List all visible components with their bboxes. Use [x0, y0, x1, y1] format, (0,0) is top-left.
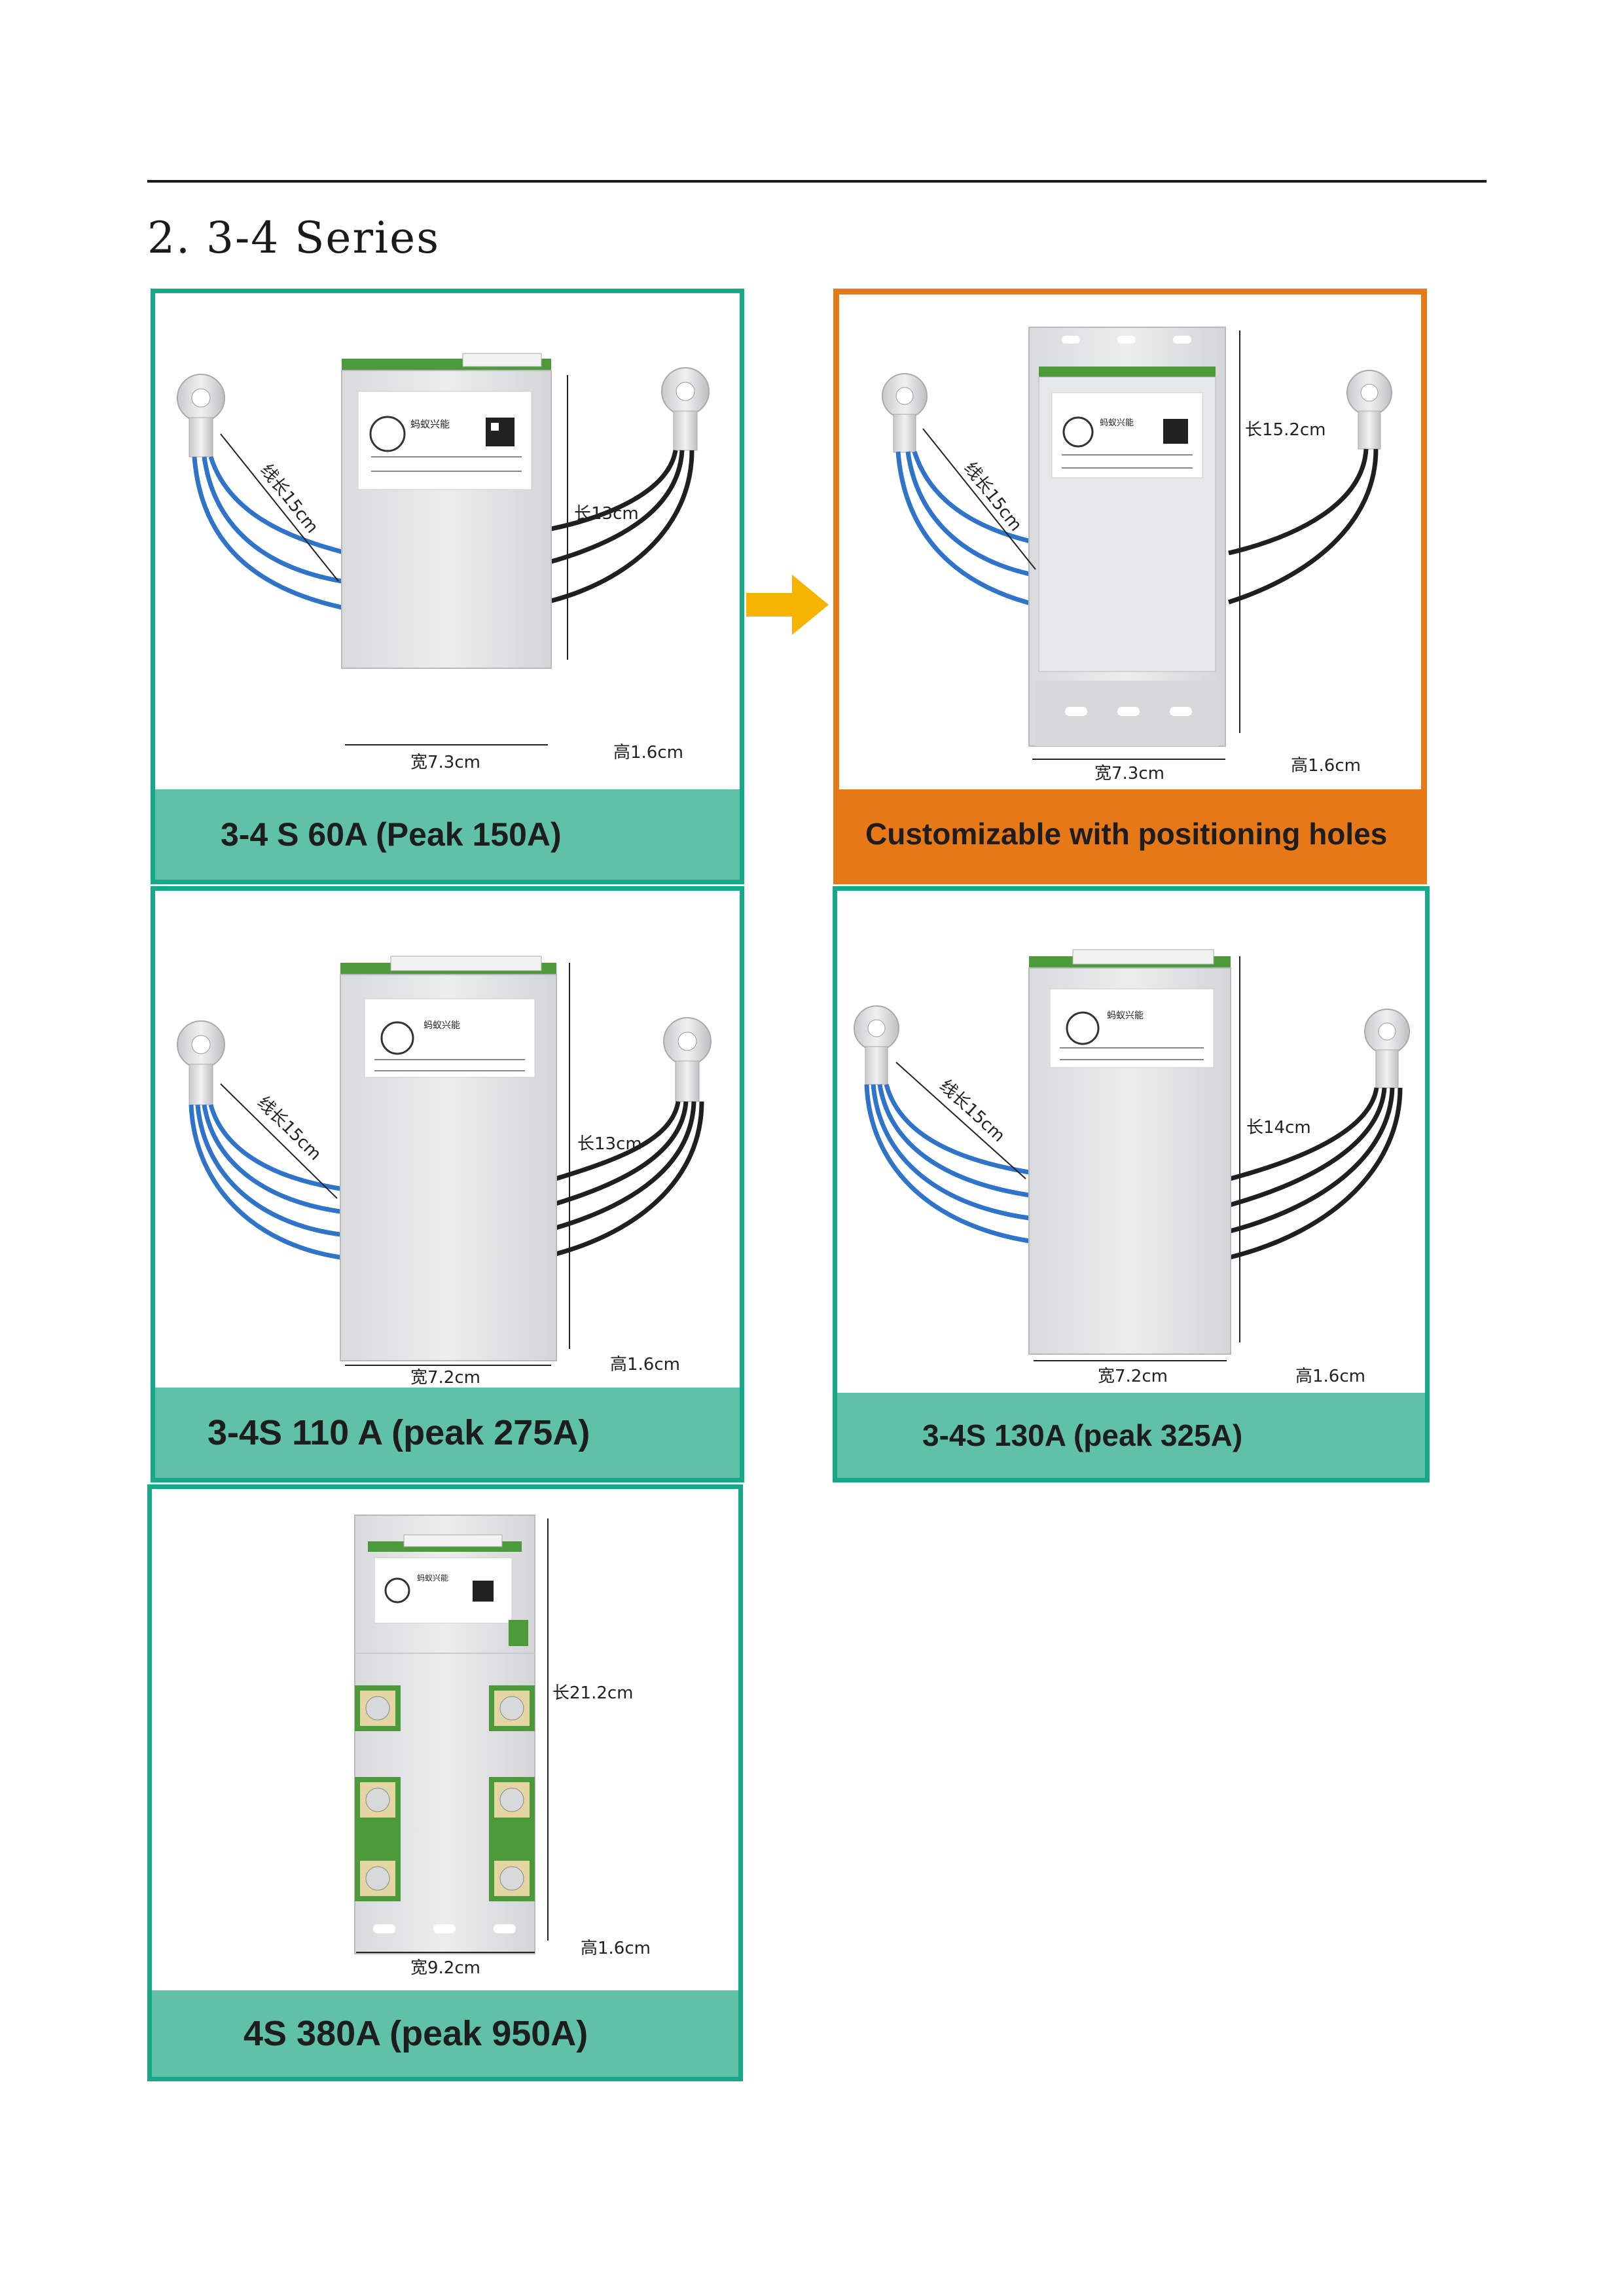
length-label: 长14cm — [1246, 1118, 1311, 1138]
brand-label: 蚂蚁兴能 — [1100, 418, 1134, 428]
product-card-60a: 蚂蚁兴能 长13cm 宽7.3cm 高1.6cm 线长15cm 3-4 S 60… — [151, 289, 744, 884]
caption-banner: 3-4S 110 A (peak 275A) — [155, 1388, 740, 1478]
wire-length-label: 线长15cm — [960, 459, 1025, 535]
product-photo-positioning-holes: 蚂蚁兴能 长15.2cm 宽7.3cm 高1.6cm 线长15cm — [839, 295, 1421, 789]
ring-terminal-left-icon — [177, 1020, 225, 1105]
ring-terminal-right-icon — [661, 367, 710, 451]
width-label: 宽7.2cm — [1098, 1367, 1168, 1386]
height-label: 高1.6cm — [1291, 756, 1361, 776]
wire-length-label: 线长15cm — [256, 461, 321, 537]
product-photo-110a: 蚂蚁兴能 长13cm 宽7.2cm 高1.6cm 线长15cm — [155, 891, 740, 1388]
brand-label: 蚂蚁兴能 — [410, 418, 450, 430]
caption-banner: 3-4S 130A (peak 325A) — [837, 1393, 1425, 1478]
width-label: 宽7.2cm — [410, 1368, 480, 1388]
length-label: 长13cm — [574, 504, 639, 524]
height-label: 高1.6cm — [581, 1939, 651, 1958]
width-label: 宽9.2cm — [410, 1958, 480, 1978]
caption-text: 4S 380A (peak 950A) — [244, 2014, 588, 2053]
caption-text: 3-4 S 60A (Peak 150A) — [221, 816, 562, 853]
length-label: 长15.2cm — [1245, 420, 1326, 440]
product-card-positioning-holes: 蚂蚁兴能 长15.2cm 宽7.3cm 高1.6cm 线长15cm Custom… — [833, 289, 1427, 884]
top-rule — [147, 180, 1487, 183]
width-label: 宽7.3cm — [410, 753, 480, 772]
caption-text: 3-4S 110 A (peak 275A) — [208, 1413, 590, 1452]
ring-terminal-right-icon — [1346, 370, 1392, 450]
product-card-130a: 蚂蚁兴能 长14cm 宽7.2cm 高1.6cm 线长15cm 3-4S 130… — [833, 886, 1430, 1482]
height-label: 高1.6cm — [610, 1355, 680, 1374]
wire-length-label: 线长15cm — [935, 1076, 1009, 1146]
product-card-110a: 蚂蚁兴能 长13cm 宽7.2cm 高1.6cm 线长15cm 3-4S 110… — [151, 886, 744, 1482]
ring-terminal-left-icon — [854, 1005, 899, 1085]
product-photo-130a: 蚂蚁兴能 长14cm 宽7.2cm 高1.6cm 线长15cm — [837, 891, 1425, 1393]
arrow-right-icon — [746, 575, 829, 635]
ring-terminal-right-icon — [663, 1017, 712, 1102]
product-photo-380a: 蚂蚁兴能 — [152, 1489, 738, 1990]
section-title: 2. 3-4 Series — [147, 213, 441, 263]
caption-banner: 4S 380A (peak 950A) — [152, 1990, 738, 2077]
ring-terminal-left-icon — [882, 373, 928, 453]
caption-banner: Customizable with positioning holes — [839, 789, 1421, 878]
length-label: 长13cm — [577, 1134, 642, 1154]
caption-text: Customizable with positioning holes — [865, 817, 1388, 851]
busbar-right — [489, 1685, 535, 1901]
ring-terminal-right-icon — [1364, 1009, 1410, 1088]
wire-length-label: 线长15cm — [253, 1093, 325, 1164]
brand-label: 蚂蚁兴能 — [417, 1573, 448, 1583]
width-label: 宽7.3cm — [1094, 764, 1164, 783]
brand-label: 蚂蚁兴能 — [1107, 1011, 1144, 1021]
product-photo-60a: 蚂蚁兴能 长13cm 宽7.3cm 高1.6cm 线长15cm — [155, 293, 740, 789]
ring-terminal-left-icon — [177, 374, 225, 457]
height-label: 高1.6cm — [1295, 1367, 1365, 1386]
product-card-380a: 蚂蚁兴能 — [147, 1484, 743, 2081]
busbar-left — [355, 1685, 401, 1901]
caption-text: 3-4S 130A (peak 325A) — [922, 1418, 1243, 1452]
length-label: 长21.2cm — [552, 1683, 634, 1703]
brand-label: 蚂蚁兴能 — [424, 1020, 460, 1031]
height-label: 高1.6cm — [613, 743, 683, 762]
caption-banner: 3-4 S 60A (Peak 150A) — [155, 789, 740, 880]
